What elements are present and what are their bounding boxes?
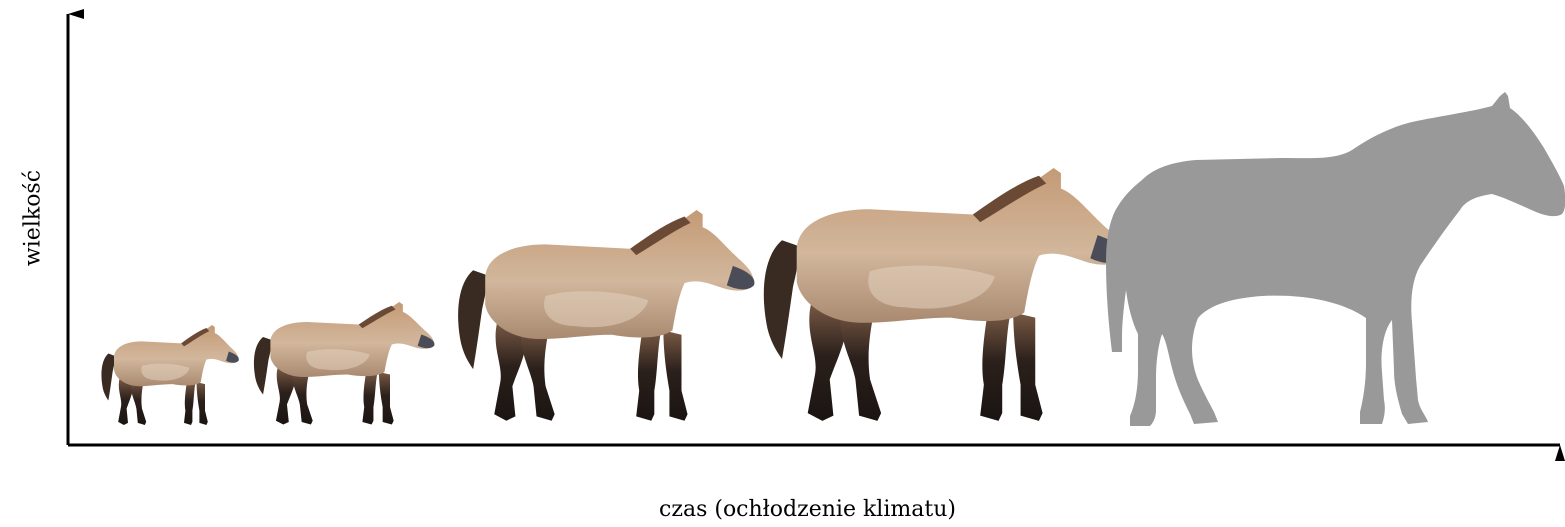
horse-figure-2 bbox=[254, 302, 435, 425]
y-axis-title: wielkość bbox=[21, 170, 46, 266]
horse-figure-3 bbox=[458, 210, 754, 421]
horse-silhouette bbox=[1106, 92, 1565, 426]
horse-figure-4 bbox=[764, 168, 1124, 421]
x-axis-title: czas (ochłodzenie klimatu) bbox=[0, 497, 1565, 522]
horse-figure-1 bbox=[101, 325, 238, 425]
